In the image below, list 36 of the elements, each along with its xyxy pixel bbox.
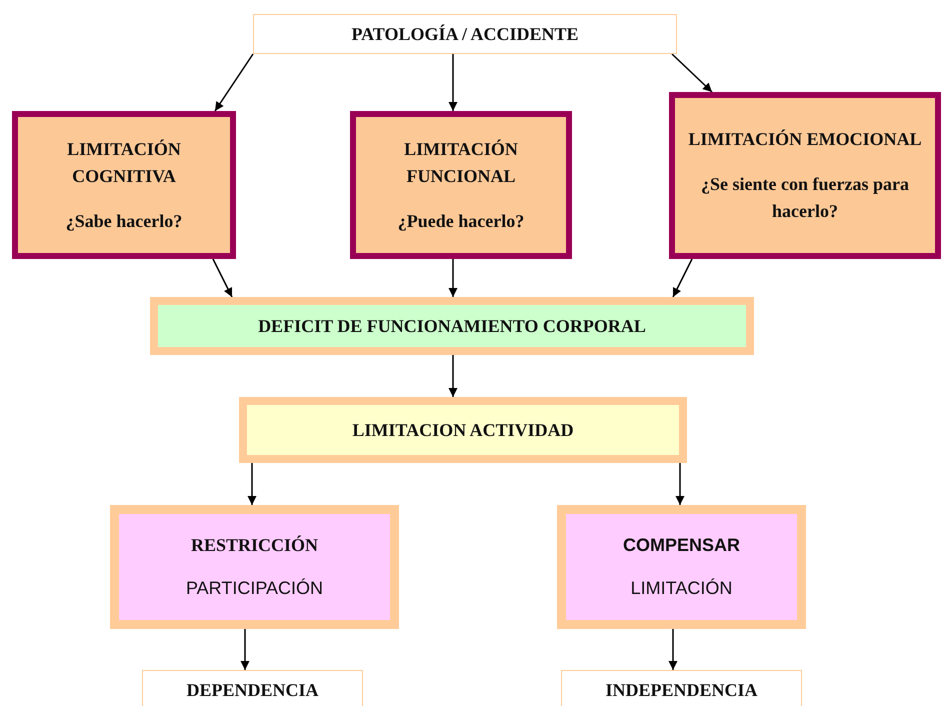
title-box	[253, 14, 677, 54]
process-box	[669, 92, 941, 259]
outcome-box	[142, 670, 363, 706]
arrow	[448, 355, 458, 397]
box-heading: LIMITACION ACTIVIDAD	[352, 418, 574, 442]
arrow	[248, 463, 256, 505]
arrow	[668, 629, 678, 670]
box-subtext: ¿Se siente con fuerzas para hacerlo?	[700, 173, 910, 223]
arrow	[448, 54, 458, 111]
process-box	[12, 111, 236, 259]
arrow	[672, 258, 693, 298]
box-subtext: ¿Sabe hacerlo?	[66, 210, 182, 233]
process-box	[239, 397, 687, 463]
process-box	[350, 111, 572, 259]
box-heading: INDEPENDENCIA	[605, 679, 758, 702]
process-box	[150, 297, 754, 355]
box-heading: PATOLOGÍA / ACCIDENTE	[351, 22, 579, 46]
arrow	[448, 259, 458, 297]
box-heading: LIMITACIÓN COGNITIVA	[66, 138, 182, 188]
box-heading: COMPENSAR	[622, 534, 740, 557]
outcome-box	[561, 670, 802, 706]
arrow	[214, 54, 254, 112]
box-subtext: ¿Puede hacerlo?	[398, 210, 524, 233]
process-box	[557, 505, 806, 629]
box-subtext: LIMITACIÓN	[630, 577, 732, 600]
box-heading: RESTRICCIÓN	[190, 534, 318, 557]
box-subtext: PARTICIPACIÓN	[186, 577, 324, 600]
box-heading: LIMITACIÓN EMOCIONAL	[688, 128, 922, 151]
arrow	[212, 258, 233, 298]
box-heading: DEFICIT DE FUNCIONAMIENTO CORPORAL	[258, 314, 646, 338]
arrow	[240, 629, 250, 670]
arrow	[676, 463, 684, 505]
box-heading: DEPENDENCIA	[186, 679, 318, 702]
arrow	[671, 53, 713, 93]
box-heading: LIMITACIÓN FUNCIONAL	[403, 138, 519, 188]
process-box	[110, 505, 399, 629]
